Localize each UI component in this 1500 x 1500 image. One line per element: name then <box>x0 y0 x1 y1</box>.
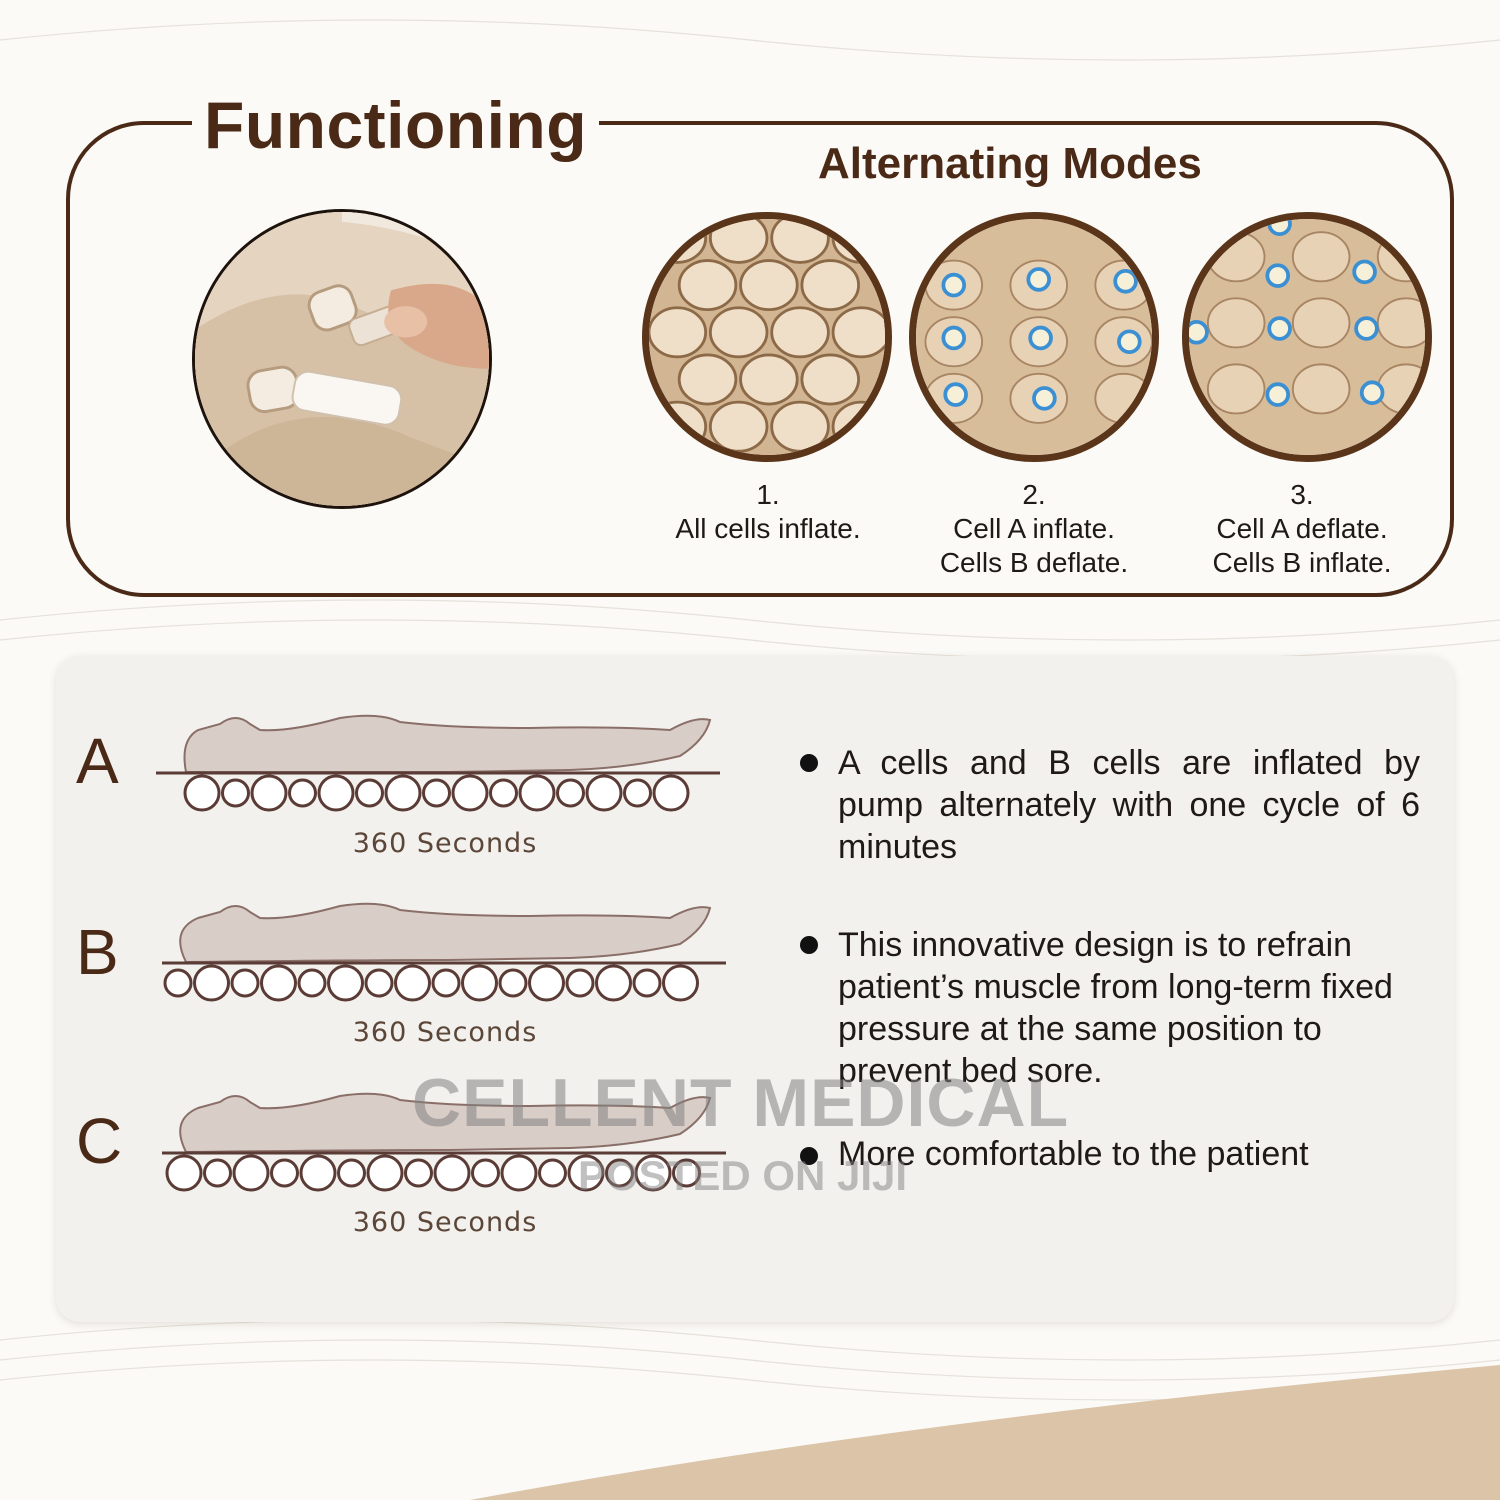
air-cell <box>567 1154 605 1192</box>
page-title: Functioning <box>192 86 600 164</box>
air-cell <box>623 778 652 808</box>
air-cell <box>260 964 297 1002</box>
air-cell <box>230 968 260 998</box>
air-cell <box>394 964 431 1002</box>
air-cell <box>165 1154 203 1192</box>
bullet-dot <box>800 754 818 772</box>
mode-2-cell-a-inflate-image <box>909 212 1159 462</box>
mode-1-line1: All cells inflate. <box>675 513 861 544</box>
connector-photo <box>192 209 492 509</box>
modes-title: Alternating Modes <box>818 139 1202 188</box>
air-cell <box>364 968 394 998</box>
air-cell <box>288 778 317 808</box>
air-cell <box>327 964 364 1002</box>
mode-3-line2: Cells B inflate. <box>1212 547 1392 578</box>
air-cell <box>518 774 556 812</box>
air-cell <box>337 1158 366 1188</box>
air-cell <box>662 964 699 1002</box>
bullet-3: More comfortable to the patient <box>800 1133 1420 1183</box>
mode-1-caption: 1. All cells inflate. <box>638 478 898 546</box>
air-cell <box>585 774 623 812</box>
air-cell <box>183 774 221 812</box>
air-cell <box>232 1154 270 1192</box>
air-cell <box>355 778 384 808</box>
air-cell <box>422 778 451 808</box>
row-c-body-diagram <box>162 1092 726 1192</box>
row-b-body-diagram <box>162 902 726 1002</box>
air-cell <box>203 1158 232 1188</box>
air-cell <box>489 778 518 808</box>
mode-3-line1: Cell A deflate. <box>1216 513 1388 544</box>
air-cell <box>461 964 498 1002</box>
air-cell <box>404 1158 433 1188</box>
mode-2-number: 2. <box>1022 479 1046 510</box>
air-cell <box>366 1154 404 1192</box>
row-c-duration: 360 Seconds <box>352 1207 538 1238</box>
air-cell <box>163 968 193 998</box>
air-cell <box>500 1154 538 1192</box>
mode-3-caption: 3. Cell A deflate. Cells B inflate. <box>1172 478 1432 580</box>
row-a-letter: A <box>76 725 119 797</box>
air-cell <box>565 968 595 998</box>
row-c-letter: C <box>76 1105 123 1177</box>
air-cell <box>498 968 528 998</box>
air-cell <box>556 778 585 808</box>
air-cell <box>632 968 662 998</box>
air-cell <box>221 778 250 808</box>
air-cell <box>605 1158 634 1188</box>
mode-2-line1: Cell A inflate. <box>953 513 1115 544</box>
functioning-frame <box>66 121 1454 597</box>
air-cell <box>538 1158 567 1188</box>
mode-2-line2: Cells B deflate. <box>939 547 1129 578</box>
watermark-posted: POSTED ON JIJI <box>578 1152 908 1199</box>
bullet-dot <box>800 936 818 954</box>
air-cell <box>270 1158 299 1188</box>
air-cell <box>431 968 461 998</box>
row-b-duration: 360 Seconds <box>352 1017 538 1048</box>
air-cell <box>250 774 288 812</box>
mode-3-number: 3. <box>1290 479 1314 510</box>
air-cell <box>451 774 489 812</box>
watermark-brand: CELLENT MEDICAL <box>412 1065 1070 1141</box>
bullet-dot <box>800 1147 818 1165</box>
row-a-body-diagram <box>156 714 720 812</box>
bullet-3-text: More comfortable to the patient <box>838 1135 1309 1173</box>
air-cell <box>193 964 230 1002</box>
air-cell <box>297 968 327 998</box>
mode-3-cell-a-deflate-image <box>1182 212 1432 462</box>
bullet-2-text: This innovative design is to refrain pat… <box>838 926 1393 1090</box>
bullet-1: A cells and B cells are inflated by pump… <box>800 742 1420 872</box>
air-cell <box>652 774 690 812</box>
air-cell <box>471 1158 500 1188</box>
bullet-2: This innovative design is to refrain pat… <box>800 924 1420 1094</box>
air-cell <box>672 1158 701 1188</box>
row-a-duration: 360 Seconds <box>352 828 538 859</box>
row-b-letter: B <box>76 916 119 988</box>
mode-1-all-inflate-image <box>642 212 892 462</box>
air-cell <box>595 964 632 1002</box>
mode-1-number: 1. <box>756 479 780 510</box>
bullet-1-text: A cells and B cells are inflated by pump… <box>838 744 1420 866</box>
air-cell <box>299 1154 337 1192</box>
air-cell <box>634 1154 672 1192</box>
air-cell <box>528 964 565 1002</box>
mode-2-caption: 2. Cell A inflate. Cells B deflate. <box>904 478 1164 580</box>
air-cell <box>433 1154 471 1192</box>
air-cell <box>384 774 422 812</box>
air-cell <box>317 774 355 812</box>
